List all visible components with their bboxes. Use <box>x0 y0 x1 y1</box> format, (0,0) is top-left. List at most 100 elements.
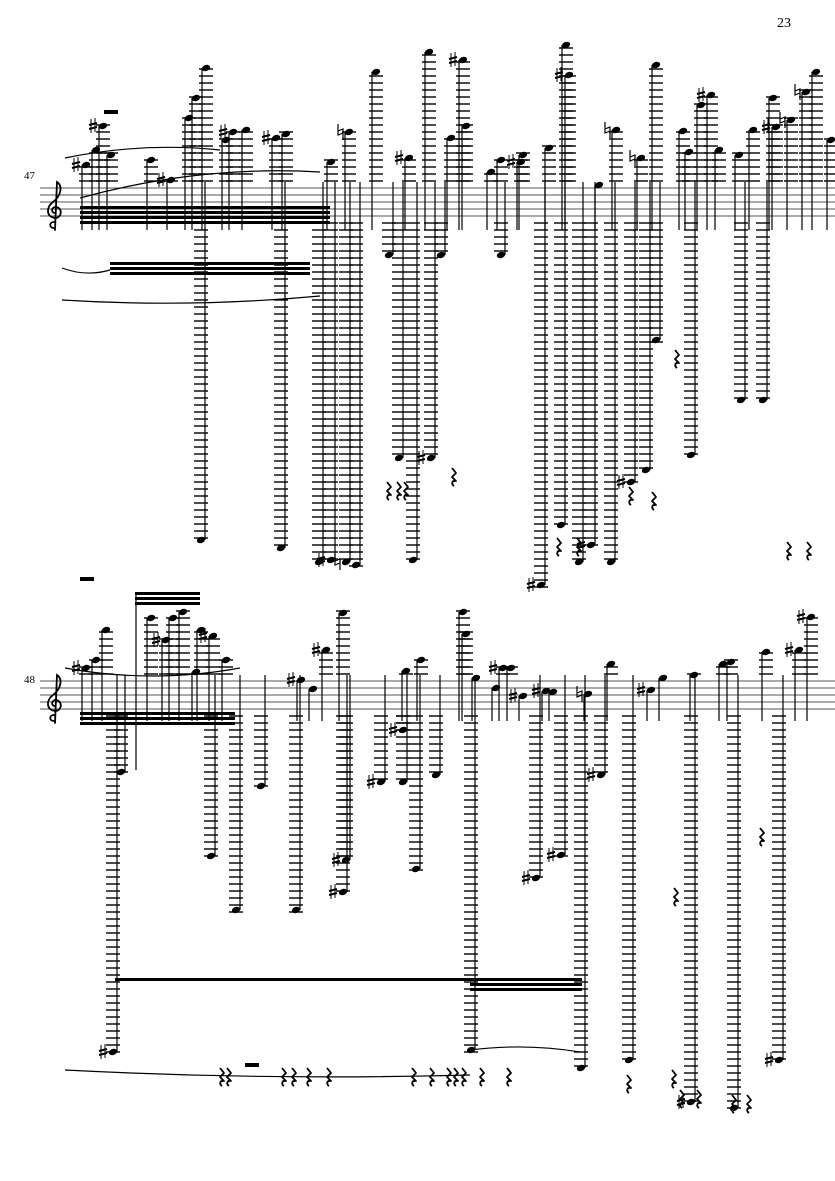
natural-icon <box>629 150 636 166</box>
quarter-rest-icon <box>671 1069 677 1089</box>
sharp-stroke <box>531 687 541 691</box>
sharp-stroke <box>311 646 321 650</box>
sharp-stroke <box>416 458 426 462</box>
sharp-icon <box>156 172 166 187</box>
notehead <box>404 154 414 162</box>
notehead <box>206 852 216 860</box>
notehead <box>531 874 541 882</box>
beam <box>470 978 582 981</box>
notehead <box>561 41 571 49</box>
system-1 <box>40 41 835 592</box>
quarter-rest-icon <box>674 349 680 369</box>
beam <box>135 592 200 595</box>
half-rest <box>245 1063 259 1067</box>
sharp-icon <box>366 774 376 789</box>
measure-number-48: 48 <box>24 674 35 686</box>
sharp-stroke <box>616 478 626 482</box>
notehead <box>101 626 111 634</box>
notehead <box>606 558 616 566</box>
treble-clef-icon <box>47 180 62 231</box>
sharp-icon <box>98 1044 108 1059</box>
quarter-rest-icon <box>386 481 392 501</box>
beam <box>135 597 200 600</box>
notehead <box>684 148 694 156</box>
sharp-stroke <box>586 775 596 779</box>
notehead <box>458 608 468 616</box>
sharp-stroke <box>508 696 518 700</box>
notehead <box>548 688 558 696</box>
sharp-icon <box>198 628 208 643</box>
beam <box>80 712 235 715</box>
notehead <box>344 128 354 136</box>
beam <box>80 722 235 725</box>
quarter-rest-icon <box>479 1067 485 1087</box>
natural-stroke <box>604 122 611 138</box>
quarter-rest-icon <box>673 887 679 907</box>
quarter-rest-icon <box>806 541 812 561</box>
quarter-rest-icon <box>429 1067 435 1087</box>
sharp-stroke <box>198 632 208 636</box>
notehead <box>166 176 176 184</box>
notehead <box>611 126 621 134</box>
system-2 <box>40 577 835 1114</box>
notehead <box>338 888 348 896</box>
notehead <box>696 101 706 109</box>
notehead <box>436 251 446 259</box>
notehead <box>271 134 281 142</box>
notehead <box>351 561 361 569</box>
sharp-stroke <box>586 771 596 775</box>
quarter-rest-icon <box>219 1067 225 1087</box>
notehead <box>583 690 593 698</box>
sharp-icon <box>151 632 161 647</box>
sharp-stroke <box>761 123 771 127</box>
sharp-icon <box>526 577 536 592</box>
quarter-rest-icon <box>403 481 409 501</box>
notehead <box>338 609 348 617</box>
quarter-rest-icon <box>451 467 457 487</box>
notehead <box>91 656 101 664</box>
sharp-icon <box>586 767 596 782</box>
notehead <box>596 771 606 779</box>
notehead <box>768 94 778 102</box>
notehead <box>651 61 661 69</box>
quarter-rest-icon <box>291 1067 297 1087</box>
sharp-icon <box>218 124 228 139</box>
natural-stroke <box>334 554 341 570</box>
sharp-icon <box>331 852 341 867</box>
sharp-stroke <box>316 556 326 560</box>
natural-stroke <box>794 84 801 100</box>
natural-icon <box>604 122 611 138</box>
sharp-stroke <box>218 128 228 132</box>
notehead <box>576 1064 586 1072</box>
sharp-icon <box>286 672 296 687</box>
notehead <box>401 667 411 675</box>
notehead <box>108 1048 118 1056</box>
notehead <box>276 544 286 552</box>
sharp-icon <box>388 722 398 737</box>
notehead <box>786 116 796 124</box>
sharp-stroke <box>394 158 404 162</box>
sharp-icon <box>71 660 81 675</box>
measure-number-47: 47 <box>24 170 35 182</box>
sharp-icon <box>696 87 706 102</box>
slur <box>469 1046 581 1053</box>
beam <box>115 978 470 981</box>
natural-icon <box>576 686 583 702</box>
quarter-rest-icon <box>556 537 562 557</box>
notehead <box>518 151 528 159</box>
notehead <box>496 156 506 164</box>
notehead <box>426 454 436 462</box>
beam <box>110 267 310 270</box>
sharp-stroke <box>316 560 326 564</box>
sharp-stroke <box>71 668 81 672</box>
quarter-rest-icon <box>306 1067 312 1087</box>
sharp-stroke <box>696 91 706 95</box>
notehead <box>461 630 471 638</box>
notehead <box>496 251 506 259</box>
notehead <box>146 614 156 622</box>
sharp-stroke <box>764 1056 774 1060</box>
natural-icon <box>794 84 801 100</box>
notehead <box>291 906 301 914</box>
notehead <box>296 676 306 684</box>
notehead <box>486 168 496 176</box>
